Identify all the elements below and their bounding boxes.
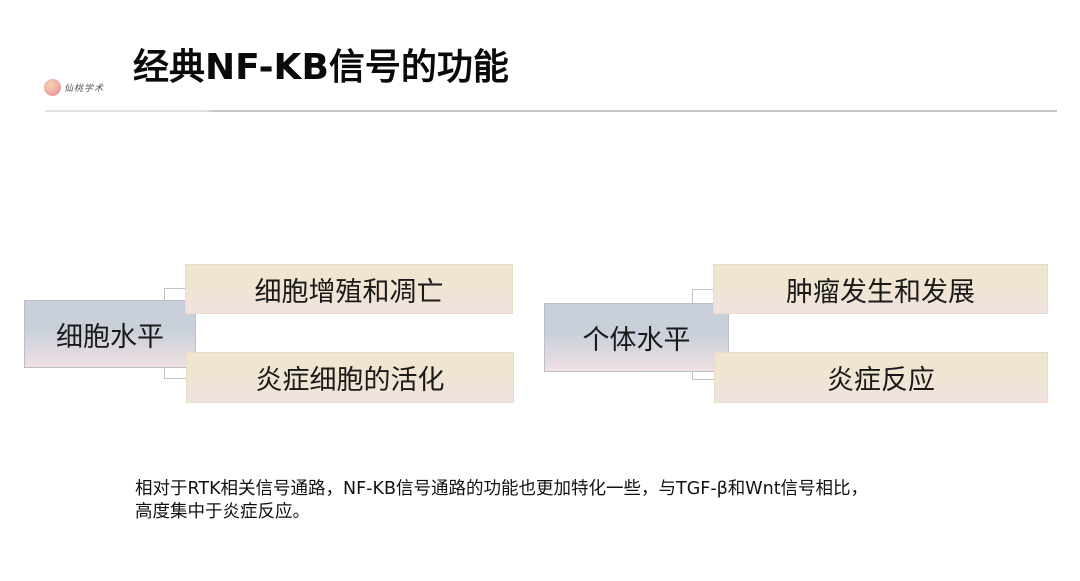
connector-line [692, 289, 714, 304]
connector-line [164, 367, 186, 379]
brand-name: 仙桃学术 [64, 84, 105, 94]
diagram-child-node: 肿瘤发生和发展 [713, 264, 1048, 314]
diagram-root-node: 个体水平 [544, 303, 729, 372]
brand-logo: 仙桃学术 [44, 79, 104, 96]
node-label: 炎症反应 [827, 365, 935, 396]
summary-line-1: 相对于RTK相关信号通路，NF-KB信号通路的功能也更加特化一些，与TGF-β和… [135, 479, 869, 499]
summary-line-2: 高度集中于炎症反应。 [135, 502, 310, 522]
connector-line [692, 371, 714, 380]
connector-line [164, 288, 186, 301]
node-label: 个体水平 [582, 325, 691, 356]
summary-text: 相对于RTK相关信号通路，NF-KB信号通路的功能也更加特化一些，与TGF-β和… [135, 478, 1055, 524]
diagram-child-node: 细胞增殖和凋亡 [185, 264, 513, 314]
slide-title: 经典NF-KB信号的功能 [133, 47, 509, 88]
diagram-root-node: 细胞水平 [24, 300, 196, 368]
node-label: 细胞水平 [56, 321, 164, 353]
node-label: 肿瘤发生和发展 [786, 276, 975, 308]
node-label: 细胞增殖和凋亡 [254, 276, 444, 308]
peach-logo-icon [44, 79, 61, 96]
diagram-child-node: 炎症反应 [714, 352, 1048, 403]
node-label: 炎症细胞的活化 [255, 365, 445, 396]
diagram-child-node: 炎症细胞的活化 [186, 352, 514, 403]
title-divider [45, 110, 1057, 112]
